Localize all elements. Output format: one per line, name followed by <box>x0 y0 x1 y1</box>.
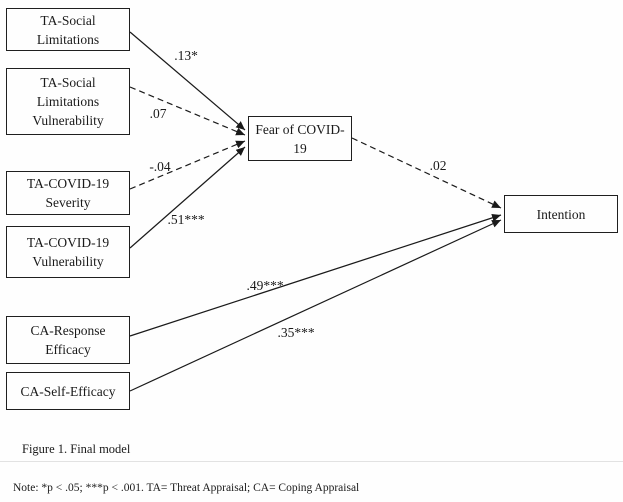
edge-fear-of-covid-19--intention <box>351 137 502 209</box>
node-label: CA-Response Efficacy <box>30 323 106 357</box>
node-intention: Intention <box>504 195 618 233</box>
path-coefficient-ca-self-efficacy: .35*** <box>277 325 315 340</box>
path-coefficient-ta-social-limitations: .13* <box>174 48 198 63</box>
node-label: Fear of COVID-19 <box>255 121 345 156</box>
node-label: TA-COVID-19 Vulnerability <box>26 235 110 269</box>
edge-ta-social-limitations--fear-of-covid-19 <box>129 31 246 131</box>
path-coefficient-ta-covid-19-vulnerability: .51*** <box>167 212 205 227</box>
node-ta-social-limitations: TA-Social Limitations <box>6 8 130 51</box>
path-coefficient-ta-covid-19-severity: -.04 <box>149 159 171 174</box>
figure-caption: Figure 1. Final model <box>22 442 131 456</box>
node-label: Intention <box>536 206 586 222</box>
edge-ca-self-efficacy--intention <box>129 219 502 392</box>
node-label: TA-Social Limitations Vulnerability <box>32 75 104 128</box>
node-ta-social-limitations-vulnerability: TA-Social Limitations Vulnerability <box>6 68 130 135</box>
path-coefficient-ta-social-limitations-vulnerability: .07 <box>149 106 167 121</box>
node-label: TA-COVID-19 Severity <box>26 176 110 210</box>
path-coefficient-ca-response-efficacy: .49*** <box>246 278 284 293</box>
edge-ca-response-efficacy--intention <box>129 213 502 337</box>
node-ta-covid-19-severity: TA-COVID-19 Severity <box>6 171 130 215</box>
edge-ta-covid-19-severity--fear-of-covid-19 <box>129 140 246 190</box>
node-ca-response-efficacy: CA-Response Efficacy <box>6 316 130 364</box>
edge-ta-covid-19-vulnerability--fear-of-covid-19 <box>129 146 246 249</box>
edge-ta-social-limitations-vulnerability--fear-of-covid-19 <box>129 86 246 136</box>
path-coefficient-fear-to-intention: .02 <box>429 158 447 173</box>
figure-note: Note: *p < .05; ***p < .001. TA= Threat … <box>13 482 360 494</box>
node-label: TA-Social Limitations <box>36 12 100 47</box>
node-ta-covid-19-vulnerability: TA-COVID-19 Vulnerability <box>6 226 130 278</box>
note-divider <box>0 461 623 462</box>
node-label: CA-Self-Efficacy <box>20 383 116 399</box>
node-fear-of-covid-19: Fear of COVID-19 <box>248 116 352 161</box>
node-ca-self-efficacy: CA-Self-Efficacy <box>6 372 130 410</box>
